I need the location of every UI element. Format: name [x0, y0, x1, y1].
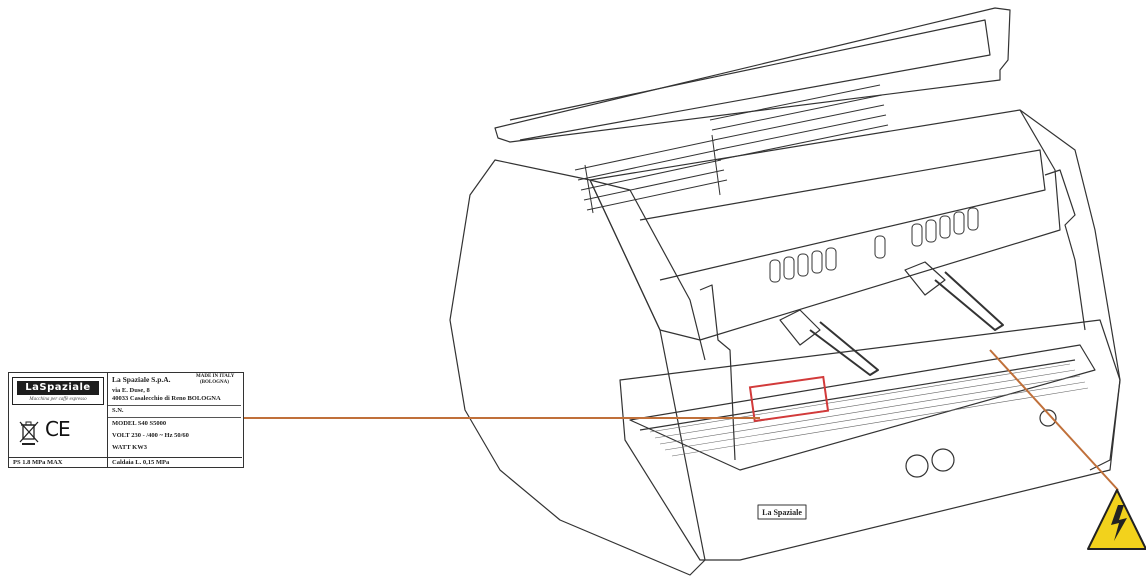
plate-divider: [107, 458, 108, 468]
rating-plate-location-highlight: [748, 375, 830, 423]
watt-line: WATT KW3: [112, 444, 147, 451]
pressure-line: PS 1.8 MPa MAX: [13, 459, 63, 466]
made-in-label: MADE IN ITALY: [196, 374, 235, 379]
pressure-gauge-right: [931, 448, 955, 472]
lower-body: [619, 319, 1121, 561]
right-side-panel: [1019, 109, 1121, 471]
front-logo-text: La Spaziale: [762, 508, 802, 517]
serial-number-label: S.N.: [112, 407, 124, 414]
certification-marks: CE: [15, 417, 101, 445]
button-row-left: [769, 247, 837, 283]
front-logo-badge: [757, 504, 807, 520]
brand-tagline: Macchina per caffè espresso: [29, 397, 87, 402]
rating-plate-bottom-row: PS 1.8 MPa MAX Caldaia L. 0,15 MPa: [9, 457, 242, 468]
left-side-panel: [449, 159, 706, 576]
made-in-sub-label: (BOLOGNA): [200, 380, 229, 385]
portafilter-left: [809, 321, 879, 376]
drip-tray: [629, 344, 1096, 471]
rating-plate-right-panel: La Spaziale S.p.A. MADE IN ITALY (BOLOGN…: [108, 373, 241, 457]
volt-line: VOLT 230 - /400 ~ Hz 50/60: [112, 432, 189, 439]
power-switch: [1039, 409, 1057, 427]
upper-body: [589, 109, 1061, 341]
rating-plate-left-panel: LaSpaziale Macchina per caffè espresso C…: [9, 373, 108, 457]
control-panel-face: [639, 149, 1046, 281]
pressure-gauge-left: [905, 454, 929, 478]
portafilter-right: [934, 271, 1004, 331]
group-head-right: [904, 261, 946, 296]
group-head-left: [779, 309, 821, 346]
steam-wand-left: [699, 284, 736, 461]
steam-wand-right: [1044, 169, 1086, 331]
rating-plate: LaSpaziale Macchina per caffè espresso C…: [8, 372, 244, 468]
cup-warmer-grille: [574, 84, 889, 214]
button-row-right: [911, 207, 979, 247]
warning-leader-line: [989, 349, 1119, 491]
brand-logo: LaSpaziale: [17, 381, 99, 395]
plate-divider: [108, 417, 241, 418]
electrical-hazard-warning-icon: [1087, 489, 1146, 550]
boiler-line: Caldaia L. 0,15 MPa: [112, 459, 170, 466]
plate-divider: [108, 405, 241, 406]
center-button: [874, 235, 886, 259]
company-name: La Spaziale S.p.A.: [112, 375, 171, 384]
address-line-1: via E. Duse, 8: [112, 387, 150, 394]
cup-tray-rail: [494, 7, 1011, 143]
cup-tray-inner: [509, 19, 991, 141]
drip-tray-grating: [649, 363, 1089, 457]
left-panel-edge: [589, 179, 706, 361]
crossed-bin-icon: [19, 421, 39, 445]
brand-box: LaSpaziale Macchina per caffè espresso: [12, 377, 104, 405]
ce-mark: CE: [45, 417, 71, 441]
model-line: MODEL S40 S5000: [112, 420, 167, 427]
address-line-2: 40033 Casalecchio di Reno BOLOGNA: [112, 395, 221, 402]
